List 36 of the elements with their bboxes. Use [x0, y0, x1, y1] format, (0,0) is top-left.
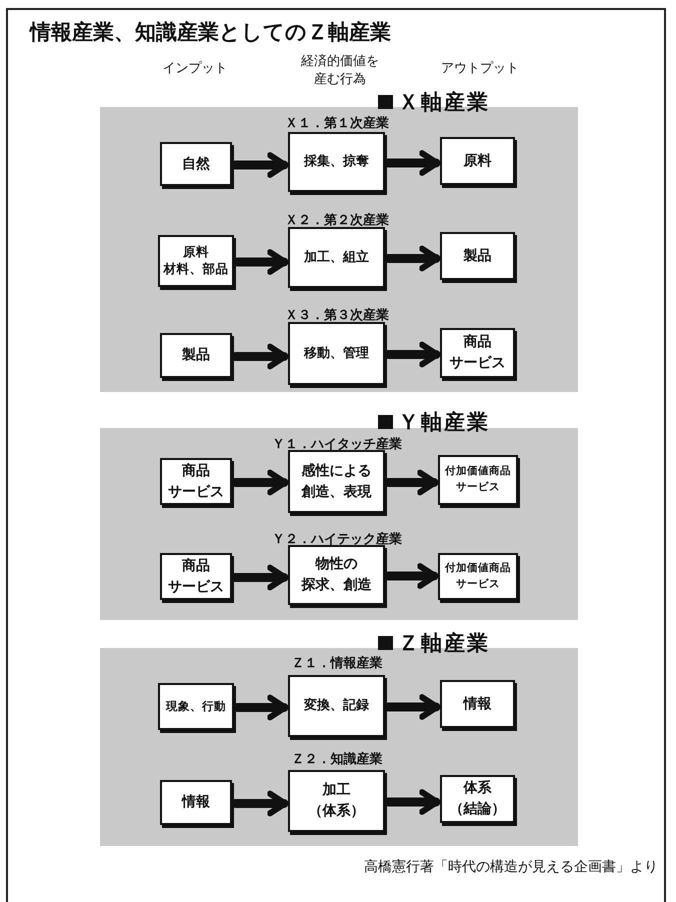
process-box: 原料材料、部品	[158, 235, 234, 287]
column-heading: インプット	[162, 60, 228, 78]
row-heading: Ｘ２．第２次産業	[285, 212, 389, 229]
process-box: 加工、組立	[288, 227, 385, 288]
process-box: 製品	[160, 333, 232, 378]
process-box: 現象、行動	[158, 683, 234, 730]
process-box: 移動、管理	[288, 322, 385, 385]
process-box: 感性による創造、表現	[288, 450, 385, 513]
process-box: 自然	[160, 142, 232, 186]
column-heading: アウトプット	[441, 60, 519, 78]
process-box: 付加価値商品サービス	[438, 455, 518, 505]
row-heading: Ｙ２．ハイテック産業	[272, 530, 402, 548]
process-box: 加工（体系）	[288, 770, 385, 832]
process-box: 体系（結論）	[440, 775, 515, 823]
column-heading: 経済的価値を産む行為	[301, 53, 379, 88]
process-box: 付加価値商品サービス	[438, 553, 518, 600]
row-heading: Ｚ１．情報産業	[292, 654, 382, 672]
process-box: 採集、掠奪	[288, 132, 385, 192]
row-heading: Ｚ２．知識産業	[292, 750, 382, 768]
row-heading: Ｘ１．第１次産業	[285, 114, 389, 132]
process-box: 情報	[160, 780, 232, 825]
row-heading: Ｘ３．第３次産業	[285, 306, 389, 324]
process-box: 情報	[440, 680, 515, 728]
diagram-title: 情報産業、知識産業としてのＺ軸産業	[30, 19, 391, 46]
process-box: 物性の探求、創造	[288, 545, 385, 605]
process-box: 原料	[440, 137, 515, 185]
section-heading: Ｚ軸産業	[398, 629, 490, 657]
source-note: 高橋憲行著「時代の構造が見える企画書」より	[364, 858, 658, 876]
process-box: 製品	[440, 232, 515, 280]
process-box: 商品サービス	[440, 328, 515, 378]
section-heading: Ｘ軸産業	[398, 88, 490, 116]
row-heading: Ｙ１．ハイタッチ産業	[272, 436, 402, 453]
process-box: 変換、記録	[288, 675, 385, 737]
process-box: 商品サービス	[160, 458, 232, 505]
process-box: 商品サービス	[160, 553, 232, 600]
section-heading: Ｙ軸産業	[398, 408, 490, 436]
